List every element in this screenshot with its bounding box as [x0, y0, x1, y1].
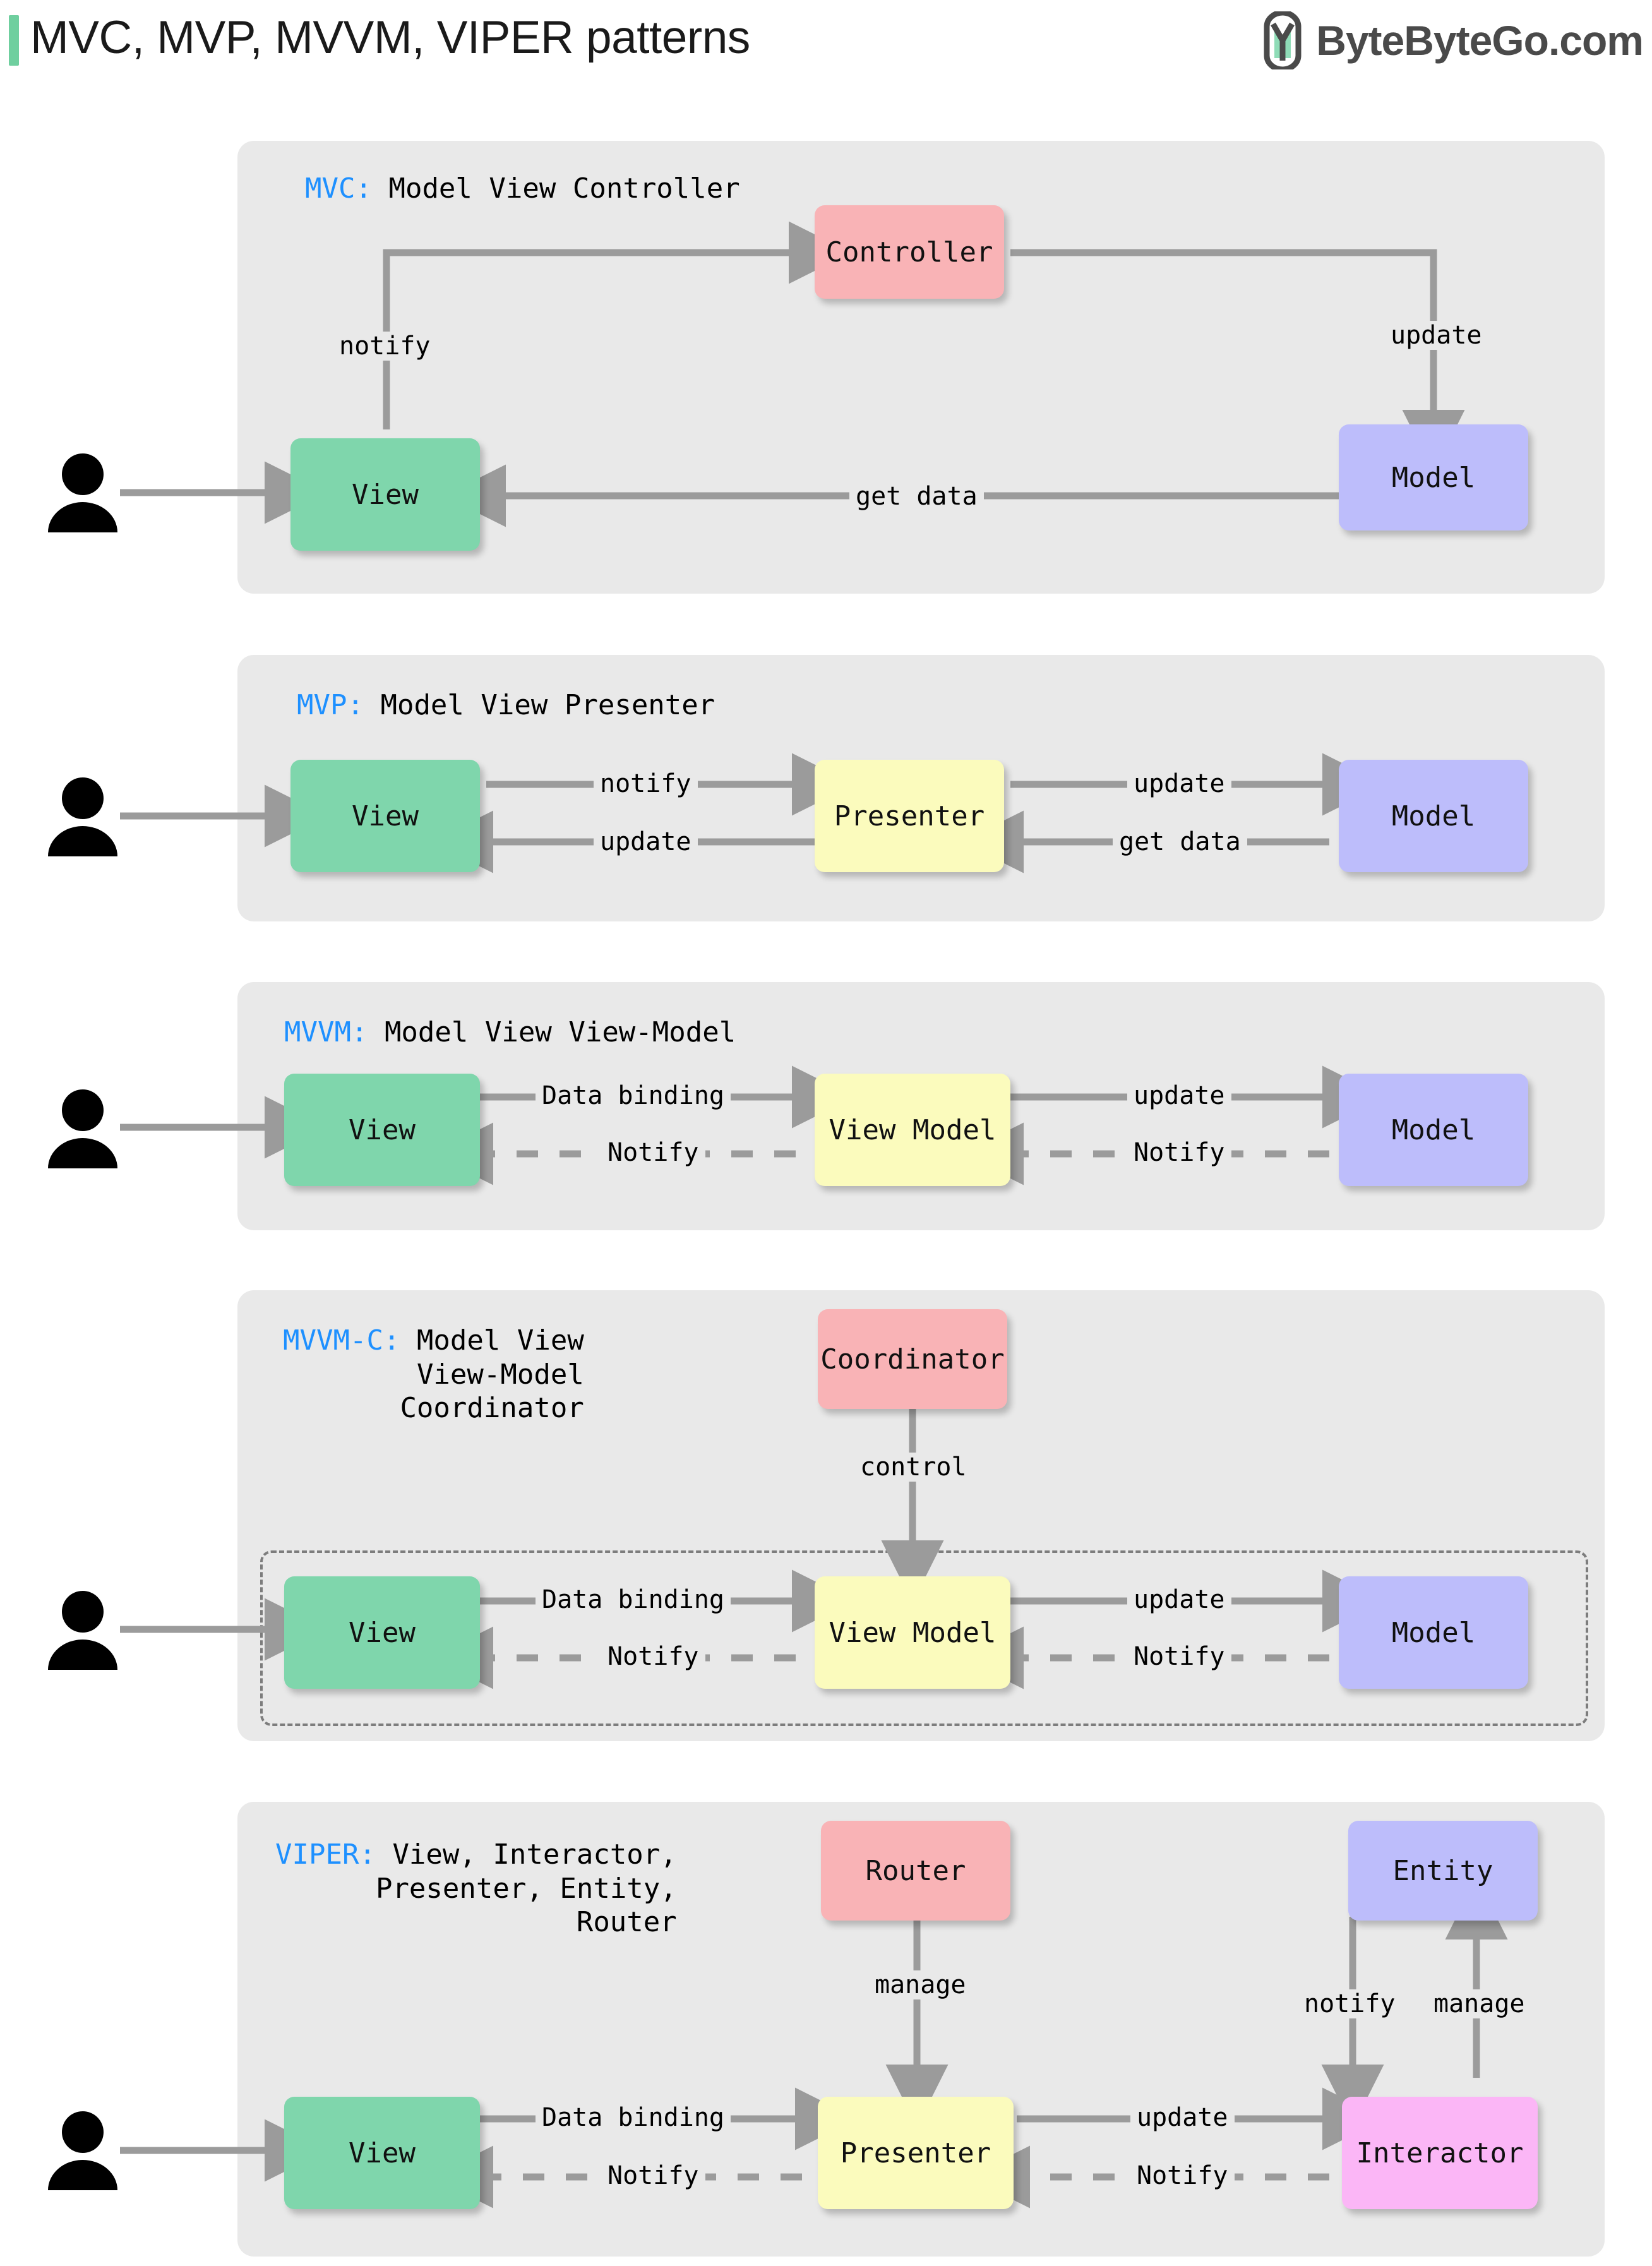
- node-mvc-view[interactable]: View: [290, 438, 480, 551]
- node-mvvm-view[interactable]: View: [284, 1074, 480, 1186]
- title-accent-bar: [9, 15, 19, 66]
- section-title-mvc: MVC: Model View Controller: [305, 172, 740, 206]
- node-mvp-model[interactable]: Model: [1339, 760, 1528, 872]
- user-icon: [48, 1591, 117, 1670]
- node-mvvm-viewmodel[interactable]: View Model: [815, 1074, 1010, 1186]
- bytebytego-logo-icon: [1264, 11, 1302, 69]
- edge-label-mvp-update-right: update: [1127, 769, 1231, 798]
- brand-name: ByteByteGo.com: [1316, 17, 1644, 64]
- edge-label-mvvm-update: update: [1127, 1081, 1231, 1110]
- node-viper-presenter[interactable]: Presenter: [818, 2097, 1014, 2209]
- edge-label-mvvm-notify-right: Notify: [1127, 1138, 1231, 1167]
- acronym-mvc: MVC:: [305, 172, 372, 205]
- edge-label-mvvm-databinding: Data binding: [536, 1081, 731, 1110]
- node-mvp-view[interactable]: View: [290, 760, 480, 872]
- expansion-viper-line3: Router: [576, 1906, 677, 1939]
- edge-label-mvc-notify: notify: [333, 332, 437, 361]
- brand-logo: ByteByteGo.com: [1260, 11, 1644, 69]
- edge-label-mvc-getdata: get data: [849, 482, 984, 511]
- edge-label-viper-update: update: [1130, 2103, 1235, 2132]
- expansion-mvvmc-line2: View-Model: [416, 1358, 584, 1391]
- expansion-mvvmc-line3: Coordinator: [400, 1392, 584, 1425]
- expansion-mvvmc: Model View: [400, 1324, 584, 1357]
- edge-label-viper-notify-right: Notify: [1130, 2161, 1235, 2190]
- node-mvp-presenter[interactable]: Presenter: [815, 760, 1004, 872]
- node-viper-interactor[interactable]: Interactor: [1342, 2097, 1538, 2209]
- node-viper-entity[interactable]: Entity: [1348, 1821, 1538, 1921]
- node-mvvm-model[interactable]: Model: [1339, 1074, 1528, 1186]
- node-viper-view[interactable]: View: [284, 2097, 480, 2209]
- node-viper-router[interactable]: Router: [821, 1821, 1010, 1921]
- user-icon: [48, 777, 117, 856]
- edge-label-mvvmc-databinding: Data binding: [536, 1585, 731, 1614]
- expansion-mvvm: Model View View-Model: [368, 1016, 736, 1048]
- edge-label-viper-manage-router: manage: [868, 1970, 973, 1999]
- edge-label-mvvmc-notify-left: Notify: [601, 1642, 705, 1671]
- node-mvvmc-model[interactable]: Model: [1339, 1576, 1528, 1689]
- section-title-viper: VIPER: View, Interactor,Presenter, Entit…: [275, 1838, 677, 1939]
- edge-label-viper-notify-entity: notify: [1298, 1989, 1402, 2018]
- edge-label-mvvm-notify-left: Notify: [601, 1138, 705, 1167]
- acronym-viper: VIPER:: [275, 1838, 376, 1871]
- expansion-mvc: Model View Controller: [371, 172, 740, 205]
- edge-label-mvvmc-control: control: [854, 1453, 973, 1482]
- user-icon: [48, 453, 117, 532]
- node-mvc-model[interactable]: Model: [1339, 424, 1528, 531]
- acronym-mvvmc: MVVM-C:: [283, 1324, 400, 1357]
- node-mvc-controller[interactable]: Controller: [815, 205, 1004, 299]
- user-icon: [48, 2111, 117, 2190]
- expansion-mvp: Model View Presenter: [363, 689, 715, 721]
- expansion-viper: View, Interactor,: [375, 1838, 677, 1871]
- edge-label-viper-manage-entity: manage: [1427, 1989, 1531, 2018]
- section-title-mvvm: MVVM: Model View View-Model: [284, 1016, 736, 1050]
- edge-label-mvp-notify: notify: [594, 769, 698, 798]
- acronym-mvp: MVP:: [297, 689, 364, 721]
- edge-label-viper-notify-left: Notify: [601, 2161, 705, 2190]
- page-title: MVC, MVP, MVVM, VIPER patterns: [30, 12, 750, 63]
- node-mvvmc-view[interactable]: View: [284, 1576, 480, 1689]
- section-title-mvp: MVP: Model View Presenter: [297, 688, 715, 722]
- expansion-viper-line2: Presenter, Entity,: [375, 1872, 677, 1905]
- node-mvvmc-coordinator[interactable]: Coordinator: [818, 1309, 1007, 1409]
- node-mvvmc-viewmodel[interactable]: View Model: [815, 1576, 1010, 1689]
- page-header: MVC, MVP, MVVM, VIPER patterns ByteByteG…: [0, 0, 1652, 92]
- edge-label-mvc-update: update: [1384, 321, 1488, 350]
- acronym-mvvm: MVVM:: [284, 1016, 368, 1048]
- edge-label-viper-databinding: Data binding: [536, 2103, 731, 2132]
- edge-label-mvvmc-update: update: [1127, 1585, 1231, 1614]
- edge-label-mvvmc-notify-right: Notify: [1127, 1642, 1231, 1671]
- edge-label-mvp-getdata: get data: [1113, 827, 1247, 856]
- edge-label-mvp-update-left: update: [594, 827, 698, 856]
- user-icon: [48, 1089, 117, 1168]
